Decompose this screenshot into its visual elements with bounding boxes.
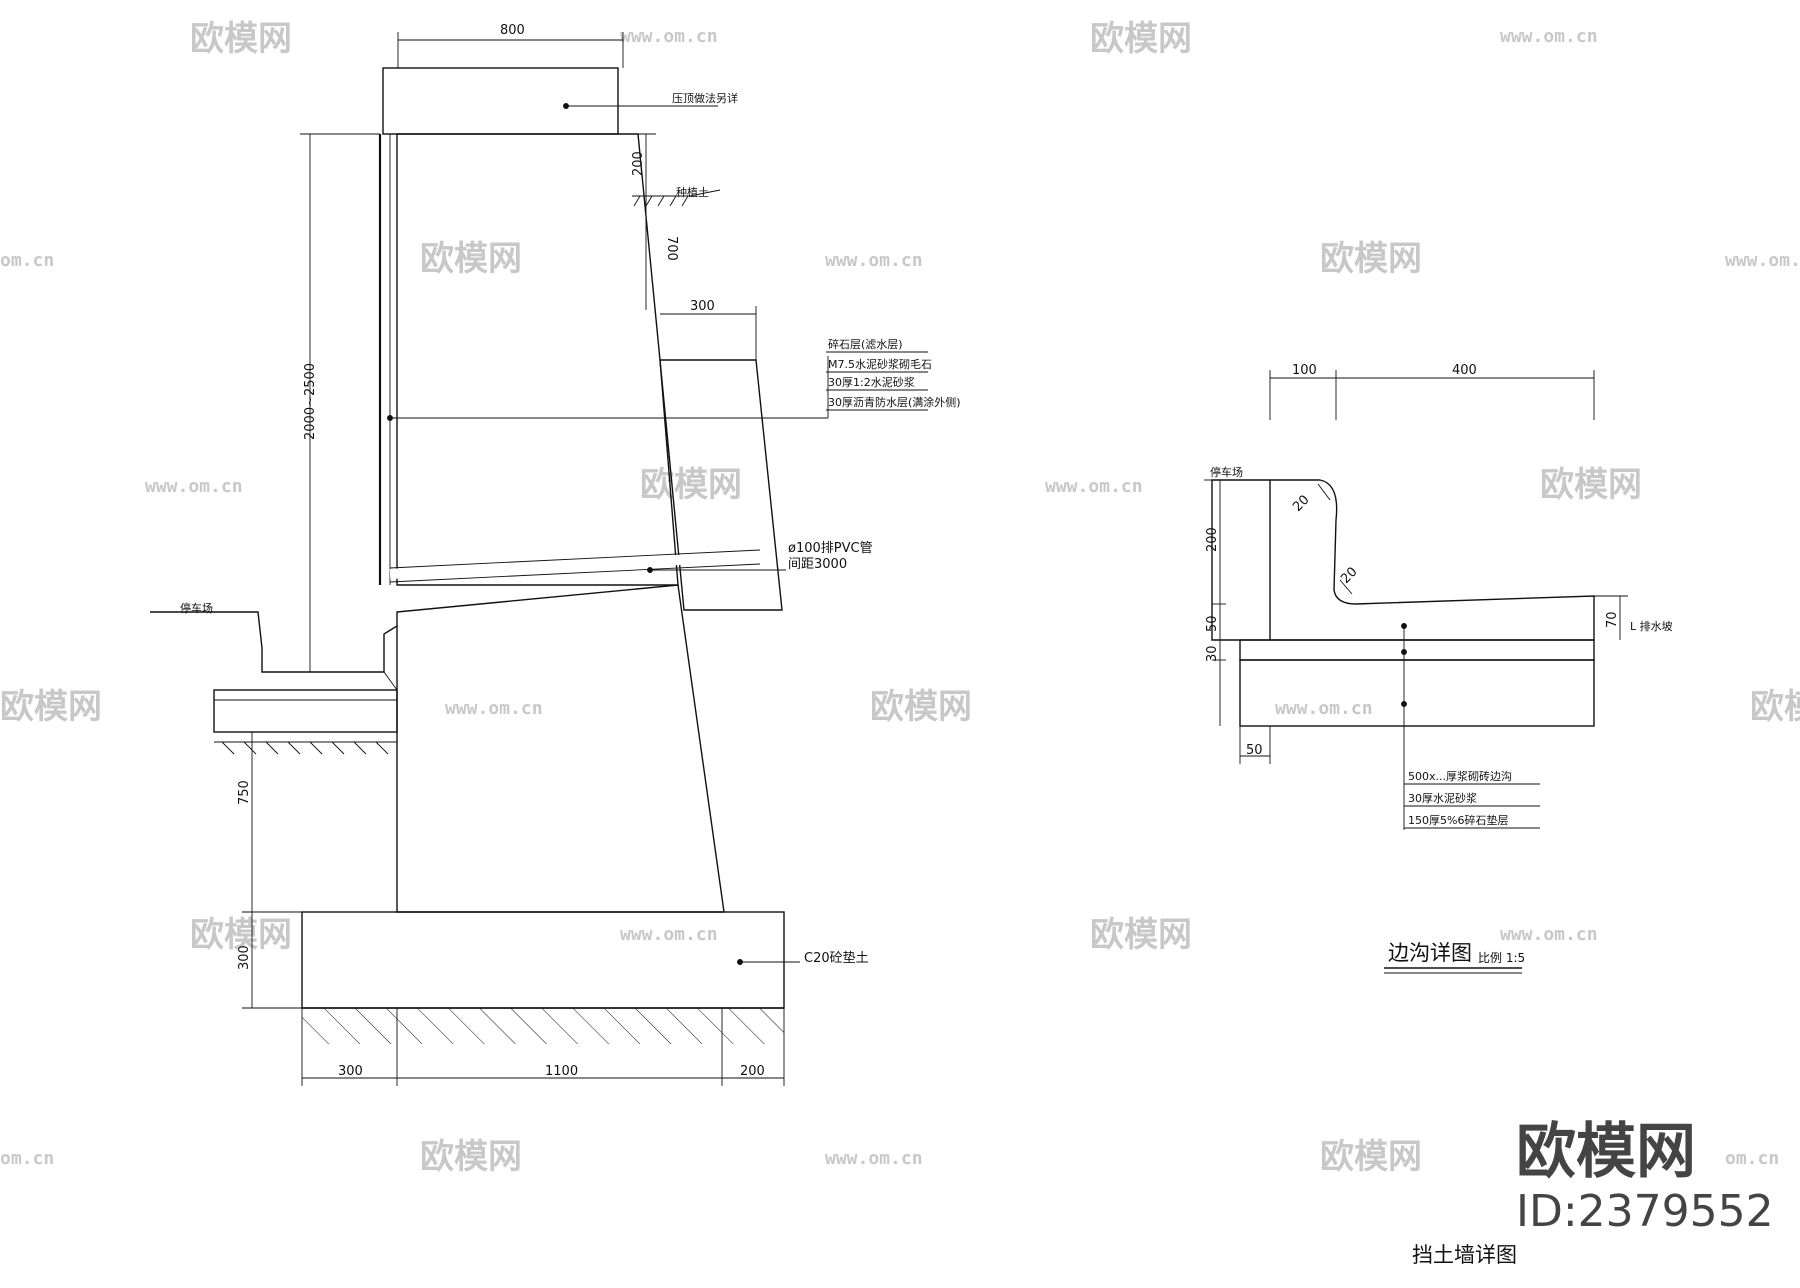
watermark-url: www.om.cn — [1500, 924, 1598, 945]
watermark-id: ID:2379552 — [1516, 1186, 1774, 1237]
gravel-drainage-layer — [659, 359, 783, 611]
gutter-left-label: 停车场 — [1210, 465, 1243, 479]
wall-title: 挡土墙详图 — [1412, 1243, 1517, 1267]
wall-top-cap — [382, 67, 619, 135]
gutter-gravel-bed — [1239, 659, 1595, 727]
watermark-logo: 欧模网 — [1516, 1117, 1696, 1187]
watermark-faint: 欧模网 — [1320, 239, 1422, 279]
dim-300-gravel: 300 — [690, 299, 715, 314]
watermark-url: www.om.cn — [825, 250, 923, 271]
watermark-url: www.om.cn — [1045, 476, 1143, 497]
dim-300-base: 300 — [237, 945, 252, 970]
wall-lower-masonry — [396, 584, 725, 913]
dim-bottom-300: 300 — [338, 1064, 363, 1079]
watermark-faint: 欧模网 — [1090, 915, 1192, 955]
gutter-leaders — [1204, 479, 1540, 830]
pvc-pipe — [389, 549, 761, 583]
gutter-dim-30: 30 — [1205, 645, 1220, 662]
ground-hatch — [302, 1008, 784, 1044]
wall-layer-3: 30厚1:2水泥砂浆 — [828, 375, 915, 389]
watermark-url: www.om.cn — [825, 1148, 923, 1169]
dimension-lines — [242, 32, 785, 1086]
watermark-faint: 欧模网 — [1750, 687, 1800, 727]
gutter-scale: 比例 1:5 — [1478, 951, 1525, 965]
gutter-title: 边沟详图 — [1388, 941, 1472, 965]
watermark-faint: 欧模网 — [190, 19, 292, 59]
watermark-edge: om.cn — [1725, 1148, 1779, 1169]
gutter-dim-50: 50 — [1205, 615, 1220, 632]
gutter-layer-2: 30厚水泥砂浆 — [1408, 791, 1477, 805]
watermark-grid: 欧模网 欧模网 www.om.cn www.om.cn 欧模网 欧模网 www.… — [0, 19, 1800, 1177]
watermark-faint: 欧模网 — [870, 687, 972, 727]
dim-750: 750 — [237, 780, 252, 805]
leader-lines — [150, 103, 928, 965]
gutter-dimension-lines — [1212, 370, 1628, 764]
left-ground-hatch — [214, 741, 397, 755]
watermark-faint: 欧模网 — [420, 239, 522, 279]
wall-layer-4: 30厚沥青防水层(满涂外侧) — [828, 395, 961, 409]
gutter-profile — [1211, 479, 1595, 641]
note-concrete: C20砼垫土 — [804, 950, 869, 966]
watermark-url: www.om.cn — [620, 924, 718, 945]
parking-slab — [150, 611, 398, 733]
gutter-layer-3: 150厚5%6碎石垫层 — [1408, 813, 1508, 827]
dim-top-width: 800 — [500, 23, 525, 38]
retaining-wall-section: 800 2000~2500 200 700 300 750 300 300 11… — [150, 23, 961, 1086]
gutter-mortar-layer — [1239, 639, 1595, 661]
gutter-dim-200: 200 — [1205, 527, 1220, 552]
watermark-edge: om.cn — [0, 1148, 54, 1169]
note-pipe-2: 间距3000 — [788, 557, 847, 572]
gutter-slope-label: L 排水坡 — [1630, 619, 1673, 633]
watermark-edge: om.cn — [0, 250, 54, 271]
wall-upper-masonry — [396, 133, 679, 586]
gutter-dim-70: 70 — [1605, 611, 1620, 628]
watermark-url: www.om.cn — [1500, 26, 1598, 47]
watermark-url: www.om.cn — [620, 26, 718, 47]
dim-wall-height: 2000~2500 — [303, 363, 318, 440]
watermark-faint: 欧模网 — [1320, 1137, 1422, 1177]
gutter-layer-1: 500x...厚浆砌砖边沟 — [1408, 769, 1512, 783]
gutter-dim-400: 400 — [1452, 363, 1477, 378]
watermark-url: www.om.cn — [145, 476, 243, 497]
note-top-cap: 压顶做法另详 — [672, 91, 738, 105]
gutter-dim-r20b: 20 — [1338, 565, 1360, 587]
gutter-dim-r20a: 20 — [1290, 493, 1312, 515]
dim-bottom-200: 200 — [740, 1064, 765, 1079]
watermark-faint: 欧模网 — [1090, 19, 1192, 59]
watermark-faint: 欧模网 — [420, 1137, 522, 1177]
note-pipe-1: ø100排PVC管 — [788, 541, 873, 556]
watermark-url: www.om.cn — [1275, 698, 1373, 719]
dim-bottom-1100: 1100 — [545, 1064, 578, 1079]
note-soil: 种植土 — [676, 185, 709, 199]
watermark-faint: 欧模网 — [0, 687, 102, 727]
dim-200: 200 — [631, 151, 646, 176]
note-parking: 停车场 — [180, 601, 213, 615]
wall-layer-1: 碎石层(滤水层) — [828, 337, 903, 351]
watermark-faint: 欧模网 — [190, 915, 292, 955]
wall-layer-2: M7.5水泥砂浆砌毛石 — [828, 357, 932, 371]
watermark-url: www.om.cn — [1725, 250, 1800, 271]
watermark-faint: 欧模网 — [640, 465, 742, 505]
watermark-url: www.om.cn — [445, 698, 543, 719]
watermark-faint: 欧模网 — [1540, 465, 1642, 505]
dim-700: 700 — [664, 236, 679, 261]
soil-line — [632, 195, 690, 207]
gutter-dim-100: 100 — [1292, 363, 1317, 378]
gutter-dim-b50: 50 — [1246, 743, 1263, 758]
gutter-detail: 100 400 20 20 200 50 30 70 50 停车场 L 排水坡 … — [1204, 363, 1673, 974]
